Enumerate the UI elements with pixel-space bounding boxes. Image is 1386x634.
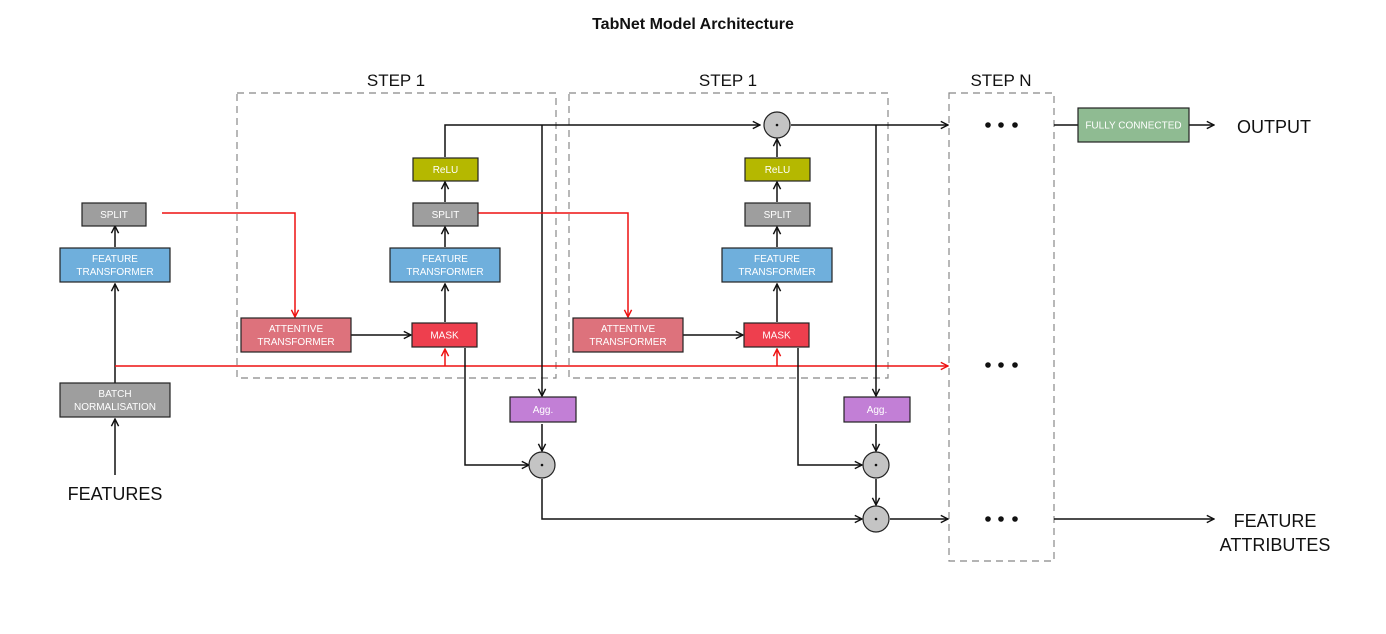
ellipsis-dot — [1012, 122, 1018, 128]
attentive-transformer-block-shape — [240, 317, 352, 353]
product-operator — [862, 505, 890, 533]
attentive-transformer-block-label: TRANSFORMER — [257, 337, 334, 348]
feature-transformer-block-label: TRANSFORMER — [738, 267, 815, 278]
fully-connected-block-shape — [1077, 107, 1190, 143]
batch-normalisation-block-shape — [59, 382, 171, 418]
feature-transformer-block-label: TRANSFORMER — [406, 267, 483, 278]
split-block-shape — [744, 202, 811, 227]
feature-transformer-block: FEATURE TRANSFORMER — [721, 247, 833, 283]
agg-block: Agg. — [509, 396, 577, 423]
step-container — [568, 92, 889, 379]
split-block: SPLIT — [81, 202, 147, 227]
relu-block-label: ReLU — [765, 165, 791, 176]
attentive-transformer-block: ATTENTIVE TRANSFORMER — [240, 317, 352, 353]
split-block: SPLIT — [744, 202, 811, 227]
split-block-label: SPLIT — [432, 210, 460, 221]
labels-layer: STEP 1 STEP 1 STEP N FEATURES OUTPUT FEATURE A… — [68, 71, 1331, 555]
attentive-transformer-block: ATTENTIVE TRANSFORMER — [572, 317, 684, 353]
product-operator-dot — [775, 123, 779, 127]
attentive-transformer-block-label: TRANSFORMER — [589, 337, 666, 348]
mask-block-label: MASK — [762, 331, 791, 342]
mask-block: MASK — [743, 322, 810, 348]
step-container — [236, 92, 557, 379]
feature-attributes-label-line2: ATTRIBUTES — [1220, 535, 1331, 555]
batch-normalisation-block-label: NORMALISATION — [74, 402, 156, 413]
output-label: OUTPUT — [1237, 117, 1311, 137]
split-to-attentive-arrow — [162, 212, 295, 317]
feature-transformer-block-label: FEATURE — [754, 254, 800, 265]
product-operator — [528, 451, 556, 479]
product1-to-product3-arrow — [541, 479, 862, 519]
attentive-transformer-block-label: ATTENTIVE — [601, 324, 656, 335]
split-block-label: SPLIT — [764, 210, 792, 221]
ellipsis-dot — [1012, 362, 1018, 368]
blocks-layer: BATCH NORMALISATION FEATURE TRANSFORMER SPLI… — [59, 107, 1190, 533]
relu1-to-product-arrow — [444, 125, 760, 157]
relu-block-shape — [412, 157, 479, 182]
agg-block-label: Agg. — [533, 405, 554, 416]
agg-block-shape — [843, 396, 911, 423]
feature-transformer-block: FEATURE TRANSFORMER — [389, 247, 501, 283]
product-operator — [763, 111, 791, 139]
product-operator-dot — [540, 463, 544, 467]
step-container — [948, 92, 1055, 562]
attentive-transformer-block-label: ATTENTIVE — [269, 324, 324, 335]
steps-layer — [236, 92, 1055, 562]
feature-transformer-block-label: TRANSFORMER — [76, 267, 153, 278]
fully-connected-block-label: FULLY CONNECTED — [1085, 121, 1181, 132]
feature-attributes-label-line1: FEATURE — [1234, 511, 1317, 531]
connections-layer — [115, 125, 1214, 519]
mask-block-label: MASK — [430, 331, 459, 342]
ellipsis-dot — [1012, 516, 1018, 522]
product-operator — [862, 451, 890, 479]
feature-transformer-block: FEATURE TRANSFORMER — [59, 247, 171, 283]
ellipsis-dot — [998, 516, 1004, 522]
attentive-transformer-block-shape — [572, 317, 684, 353]
step-label: STEP 1 — [367, 71, 425, 90]
relu-block-label: ReLU — [433, 165, 459, 176]
relu-block-shape — [744, 157, 811, 182]
split-block-shape — [412, 202, 479, 227]
diagram-title: TabNet Model Architecture — [592, 16, 794, 33]
mask-block-shape — [411, 322, 478, 348]
ellipsis-dot — [985, 362, 991, 368]
split1-to-attentive2-arrow — [478, 212, 628, 317]
features-label: FEATURES — [68, 484, 163, 504]
feature-transformer-block-label: FEATURE — [92, 254, 138, 265]
split-block: SPLIT — [412, 202, 479, 227]
relu-block: ReLU — [744, 157, 811, 182]
agg-block: Agg. — [843, 396, 911, 423]
step-label: STEP 1 — [699, 71, 757, 90]
agg-block-label: Agg. — [867, 405, 888, 416]
product-operator-dot — [874, 517, 878, 521]
feature-transformer-block-shape — [389, 247, 501, 283]
agg-block-shape — [509, 396, 577, 423]
step-label: STEP N — [970, 71, 1031, 90]
ellipsis-dot — [998, 362, 1004, 368]
ellipsis-dot — [998, 122, 1004, 128]
mask-block-shape — [743, 322, 810, 348]
ellipsis-dot — [985, 516, 991, 522]
ellipsis-dot — [985, 122, 991, 128]
mask-block: MASK — [411, 322, 478, 348]
mask1-to-product-arrow — [464, 348, 529, 465]
mask2-to-product-arrow — [797, 348, 862, 465]
product-operator-dot — [874, 463, 878, 467]
split-block-label: SPLIT — [100, 210, 128, 221]
split-block-shape — [81, 202, 147, 227]
feature-transformer-block-shape — [721, 247, 833, 283]
batch-normalisation-block-label: BATCH — [98, 389, 131, 400]
fully-connected-block: FULLY CONNECTED — [1077, 107, 1190, 143]
feature-transformer-block-label: FEATURE — [422, 254, 468, 265]
batch-normalisation-block: BATCH NORMALISATION — [59, 382, 171, 418]
feature-transformer-block-shape — [59, 247, 171, 283]
relu-block: ReLU — [412, 157, 479, 182]
